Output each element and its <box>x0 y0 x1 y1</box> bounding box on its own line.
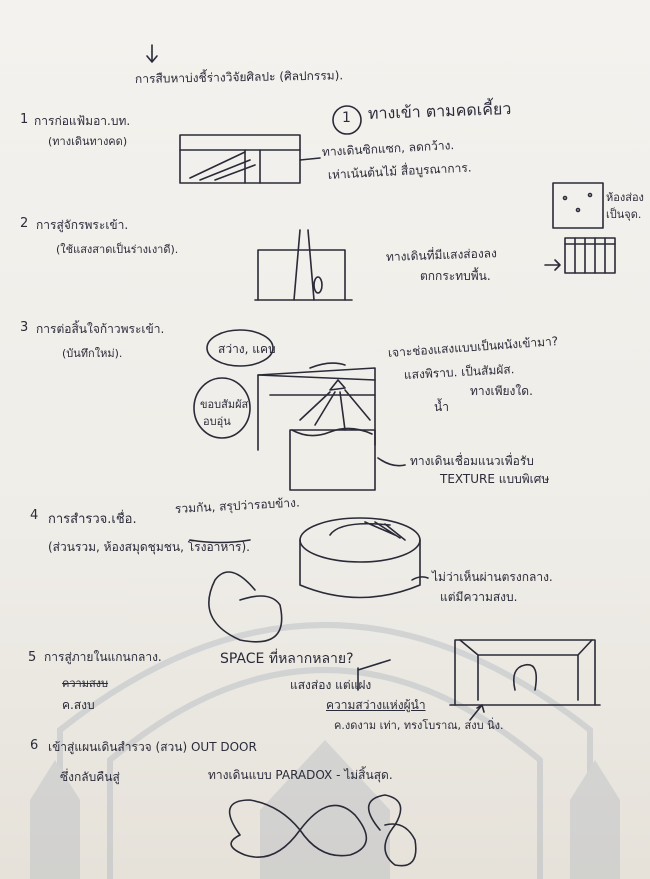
section-1-subtitle: (ทางเดินทางคด) <box>48 135 128 148</box>
section-1-number: 1 <box>20 112 29 127</box>
section-2-title: การสู่จักรพระเข้า. <box>36 218 129 232</box>
main-label-number: 1 <box>342 110 351 126</box>
section-4-big-number: 6 <box>0 0 1 1</box>
section-5-note-1: SPACE ที่หลากหลาย? <box>220 651 354 667</box>
section-3-note-3: ทางเพียงใด. <box>470 384 533 398</box>
section-4-note-3: แต่มีความสงบ. <box>440 590 518 604</box>
section-6-note-1: ทางเดินแบบ PARADOX - ไม่สิ้นสุด. <box>208 768 393 782</box>
section-3-title: การต่อสิ้นใจก้าวพระเข้า. <box>36 322 165 336</box>
sketch-section-5 <box>357 639 601 721</box>
section-6-title: เข้าสู่แผนเดินสำรวจ (สวน) OUT DOOR <box>48 740 257 754</box>
section-1-title: การก่อแฟ้มอา.บท. <box>34 114 131 128</box>
section-5-note-2: แสงส่อง แต่แฝง <box>290 678 372 692</box>
section-6-subtitle: ซึ่งกลับคืนสู่ <box>60 770 120 784</box>
section-5-title: การสู่ภายในแกนกลาง. <box>44 650 162 664</box>
section-4-note-2: ไม่ว่าเห็นผ่านตรงกลาง. <box>432 570 553 584</box>
section-3-bubble-3: อบอุ่น <box>203 415 231 428</box>
section-2-note-1: ทางเดินที่มีแสงส่องลง <box>385 246 498 264</box>
sketch-section-1 <box>179 134 321 184</box>
section-3-bubble-1: สว่าง, แคบ <box>218 342 276 356</box>
section-3-bubble-2: ขอบสัมผัส <box>200 398 249 411</box>
section-2-subtitle: (ใช้แสงสาดเป็นร่างเงาดี). <box>56 243 179 256</box>
main-label: ทางเข้า ตามคดเคี้ยว <box>367 99 512 123</box>
section-3-bottom-note-2: TEXTURE แบบพิเศษ <box>440 472 550 486</box>
section-5-note-4: ค.สงบ <box>62 698 95 712</box>
section-4-subtitle: (ส่วนรวม, ห้องสมุดชุมชน, โรงอาหาร). <box>48 540 250 554</box>
sketch-section-4 <box>189 517 429 643</box>
section-3-bottom-note-1: ทางเดินเชื่อมแนวเพื่อรับ <box>410 454 534 468</box>
section-3-note-4: น้ำ <box>434 400 449 414</box>
page-heading: การสืบหาบ่งชี้ร่างวิจัยศิลปะ (ศิลปกรรม). <box>134 68 344 86</box>
sketch-section-6-symbols <box>228 794 417 867</box>
section-5-number: 5 <box>28 650 37 665</box>
section-4-title: การสำรวจ.เชื่อ. <box>48 512 137 527</box>
section-3-subtitle: (บันทึกใหม่). <box>62 347 123 360</box>
section-6-number: 6 <box>30 738 39 753</box>
section-2-side-note-2: เป็นจุด. <box>606 208 642 221</box>
section-5-subtitle: ความสงบ <box>62 677 109 690</box>
section-2-side-note-1: ห้องส่อง <box>606 191 644 204</box>
sketch-section-3 <box>193 329 406 491</box>
section-4-number: 4 <box>30 508 39 523</box>
section-2-note-2: ตกกระทบพื้น. <box>420 269 491 283</box>
section-2-number: 2 <box>20 216 29 231</box>
section-5-note-3: ความสว่างแห่งผู้นำ <box>326 698 426 712</box>
section-5-note-5: ค.งดงาม เท่า, ทรงโบราณ, สงบ นิ่ง. <box>334 719 504 732</box>
section-3-number: 3 <box>20 320 29 335</box>
sketch-section-2 <box>254 182 616 301</box>
watermark-seal <box>30 622 620 879</box>
